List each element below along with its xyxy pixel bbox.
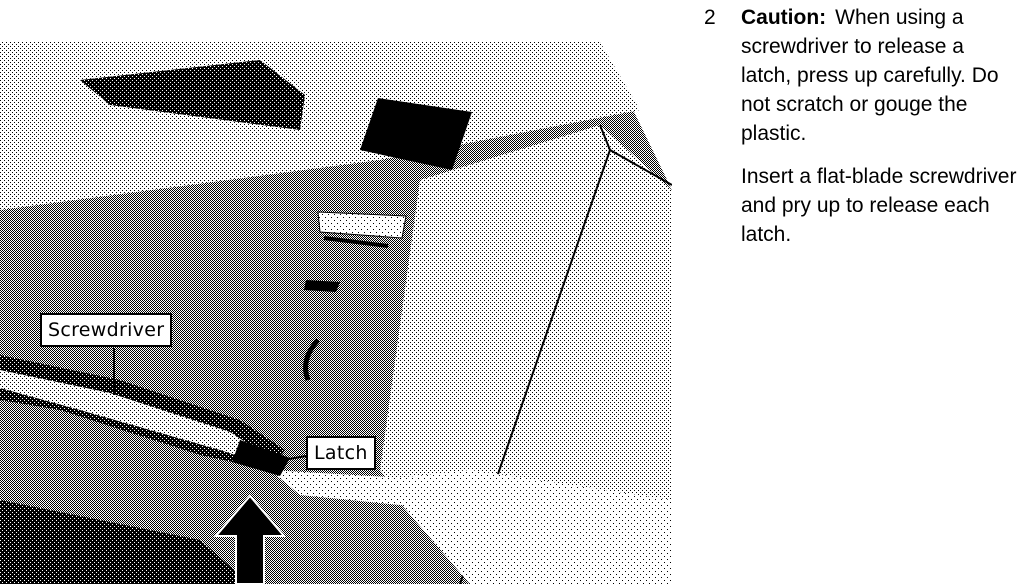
case-square xyxy=(360,98,472,170)
up-arrow-icon xyxy=(213,494,287,584)
step-body: Caution:When using a screwdriver to rele… xyxy=(741,3,1017,263)
caution-label: Caution: xyxy=(741,6,827,29)
latch-leader xyxy=(271,455,307,463)
case-right-panel xyxy=(380,125,672,584)
latch-callout: Latch xyxy=(306,436,376,470)
screwdriver-callout: Screwdriver xyxy=(40,313,173,347)
case-slot xyxy=(80,60,305,130)
screwdriver-tip xyxy=(232,440,290,476)
screwdriver-latch-illustration: Screwdriver Latch xyxy=(0,42,672,584)
dithered-drawing xyxy=(0,42,672,584)
caution-paragraph: Caution:When using a screwdriver to rele… xyxy=(741,3,1017,148)
caution-text: When using a screwdriver to release a la… xyxy=(741,6,999,145)
instruction-paragraph: Insert a flat-blade screwdriver and pry … xyxy=(741,165,1017,246)
step-number: 2 xyxy=(704,6,716,29)
